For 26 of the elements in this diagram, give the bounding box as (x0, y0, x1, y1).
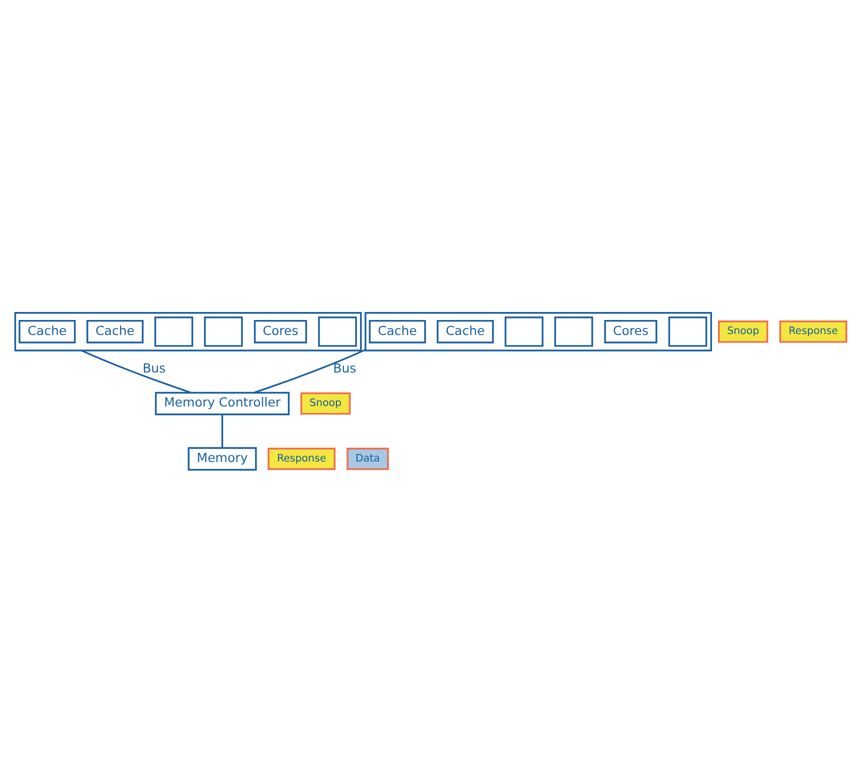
node-box: Cache (436, 320, 494, 344)
cluster (14, 312, 362, 352)
edge-label: Bus (333, 360, 356, 376)
connector (221, 414, 224, 448)
edge-label: Bus (142, 360, 166, 376)
node-box: Memory (188, 447, 257, 471)
node-box (154, 316, 194, 347)
node-box: Snoop (300, 392, 351, 415)
node-box: Cache (86, 320, 144, 344)
node-box: Memory Controller (154, 392, 290, 416)
node-box (668, 316, 708, 347)
node-box: Cores (604, 320, 658, 344)
node-box: Snoop (718, 320, 768, 343)
node-box: Cache (368, 320, 426, 344)
node-box: Data (346, 448, 389, 470)
cluster (364, 312, 712, 352)
node-box (204, 316, 243, 347)
node-box (318, 316, 357, 347)
connector (81, 350, 192, 394)
connector (254, 348, 366, 394)
node-box (504, 316, 544, 347)
node-box (554, 316, 594, 347)
node-box: Response (268, 448, 336, 470)
node-box: Cache (18, 320, 76, 344)
node-box: Response (779, 320, 848, 343)
node-box: Cores (254, 320, 307, 344)
